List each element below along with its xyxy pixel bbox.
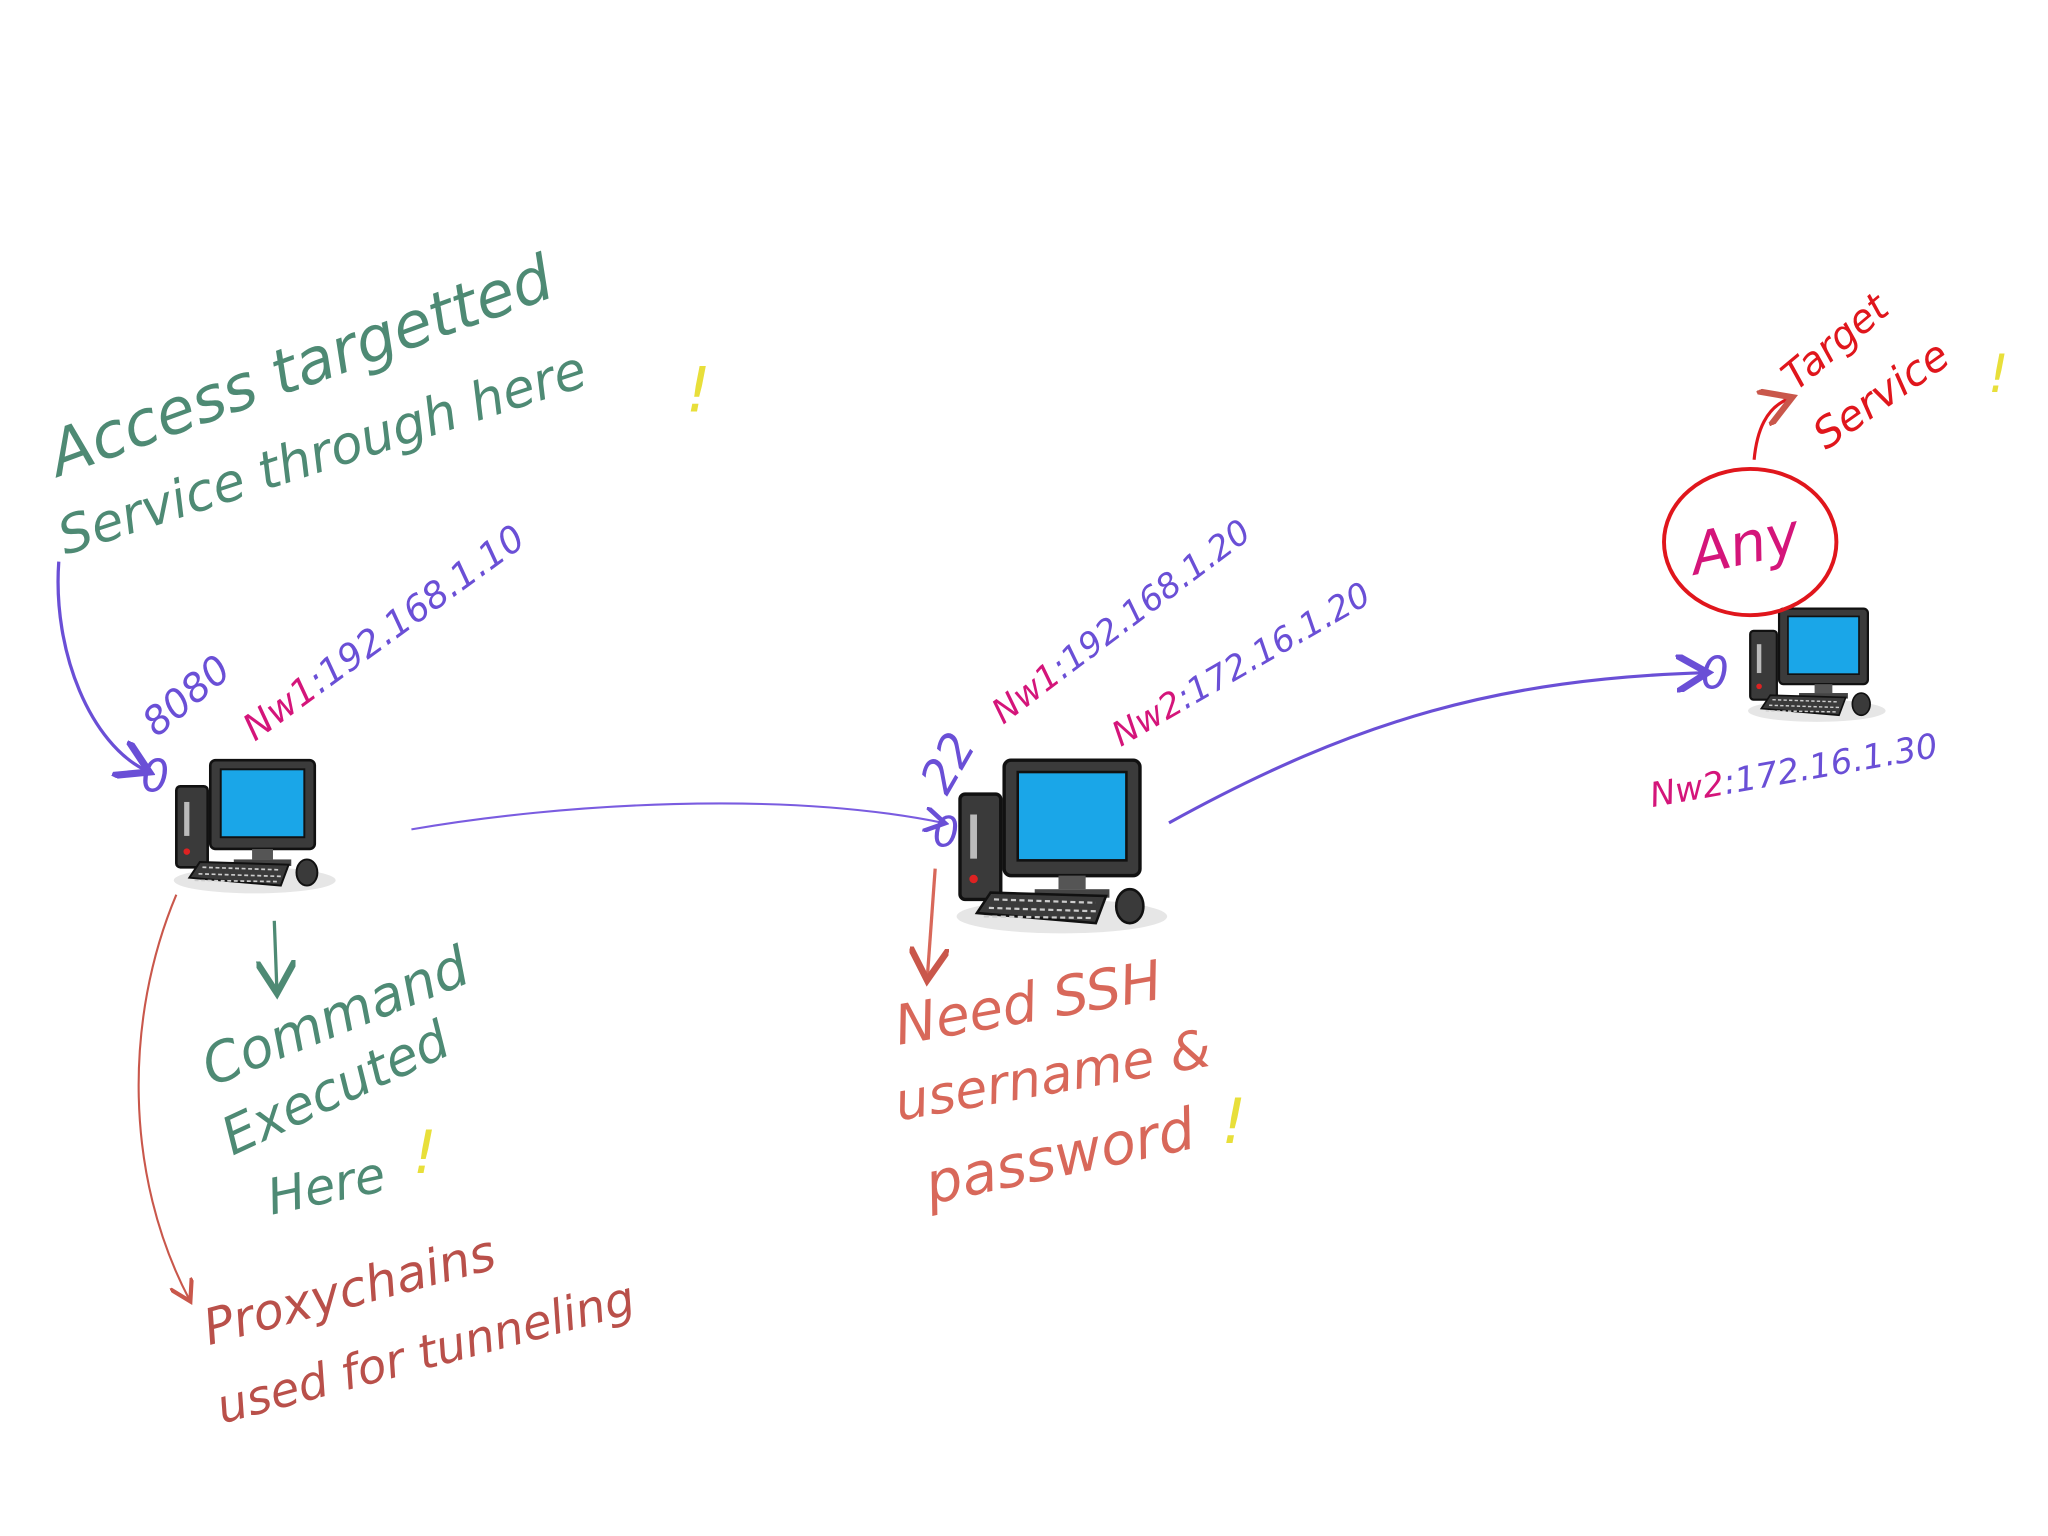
host-3-port: 0: [1701, 648, 1729, 699]
port-marker-icon: 0: [141, 752, 169, 803]
target-exclaim: !: [1988, 345, 2009, 405]
host-1-port: 8080: [134, 647, 239, 746]
link-host2-to-host3: [1168, 673, 1705, 825]
host-2-computer-icon[interactable]: [954, 758, 1169, 936]
host-2-port: 22: [910, 723, 988, 802]
link-host1-to-host2: [411, 802, 943, 829]
command-note-line3: Here: [262, 1145, 390, 1226]
host-1-computer-icon[interactable]: [172, 758, 337, 895]
host-3-ip-nw2: Nw2:172.16.1.30: [1647, 726, 1941, 816]
arrow-access-to-8080: [56, 561, 146, 771]
arrow-to-proxychains: [137, 894, 190, 1300]
arrow-to-ssh-note: [927, 868, 935, 977]
any-service-circle: [1662, 466, 1839, 618]
access-exclaim: !: [686, 353, 711, 426]
arrow-to-command: [274, 920, 277, 990]
arrow-to-target-service: [1752, 398, 1789, 460]
command-exclaim: !: [413, 1118, 437, 1188]
ssh-exclaim: !: [1221, 1085, 1246, 1158]
host-1-ip: Nw1:192.168.1.10: [235, 516, 533, 749]
host-3-service: Any: [1680, 500, 1806, 589]
port-marker-icon: 0: [933, 807, 960, 856]
host-3-computer-icon[interactable]: [1746, 607, 1887, 724]
